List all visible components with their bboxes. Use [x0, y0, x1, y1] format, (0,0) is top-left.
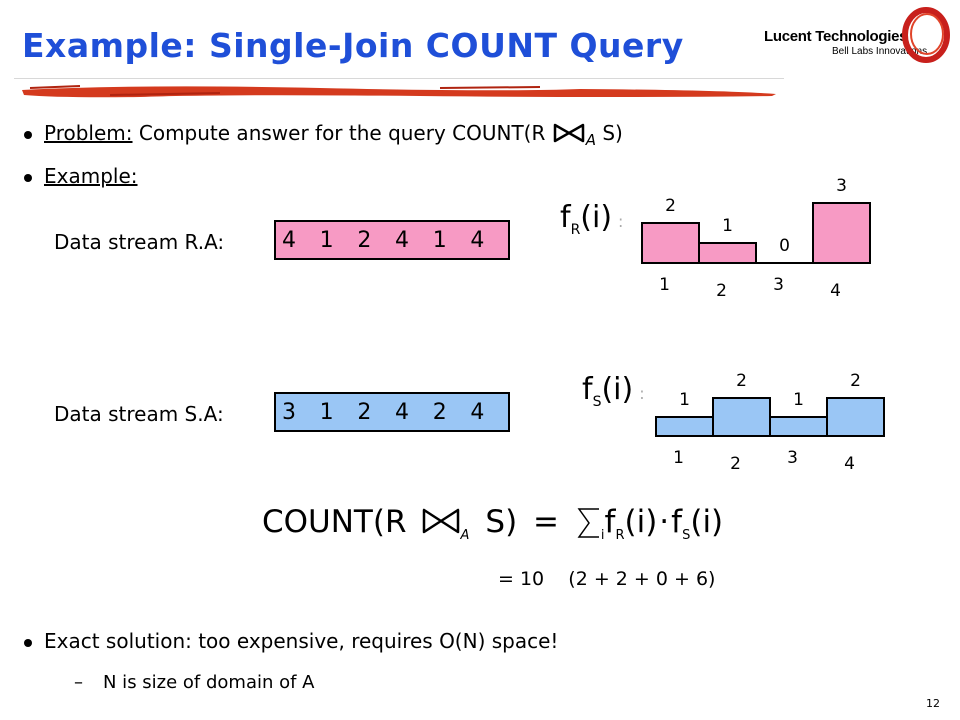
histogram-bar	[698, 242, 757, 264]
stream-r-value: 4	[395, 227, 410, 253]
stream-r-value: 2	[357, 227, 372, 253]
slide-title: Example: Single-Join COUNT Query	[22, 26, 684, 65]
stream-r-value: 4	[282, 227, 296, 253]
formula-f1: f	[604, 504, 616, 540]
fs-arg: (i)	[601, 372, 634, 407]
lucent-ring-icon	[902, 7, 950, 63]
formula-sum-sub: i	[600, 528, 605, 544]
example-bullet: Example:	[24, 164, 138, 188]
stream-s-value: 3	[282, 399, 296, 425]
histogram-domain-label: 2	[730, 454, 741, 474]
histogram-freq-label: 1	[722, 216, 733, 236]
formula-f2: f	[671, 504, 683, 540]
problem-end: S)	[596, 121, 623, 145]
logo-line2: Bell Labs Innovations	[832, 46, 928, 57]
fr-arg: (i)	[580, 200, 613, 235]
stream-s-value: 4	[470, 399, 485, 425]
fs-f: f	[582, 372, 593, 407]
stream-s-value: 4	[395, 399, 410, 425]
fr-label: fR(i):	[560, 200, 623, 238]
problem-label: Problem:	[44, 121, 133, 145]
stream-s-value: 2	[432, 399, 447, 425]
bowtie-join-icon	[422, 508, 459, 534]
title-rule	[14, 78, 784, 79]
example-label: Example:	[44, 164, 138, 188]
bullet-dot	[24, 638, 32, 647]
stream-r-value: 1	[432, 227, 447, 253]
formula-join-sub: A	[460, 528, 470, 544]
exact-solution-bullet: Exact solution: too expensive, requires …	[24, 629, 558, 653]
histogram-domain-label: 3	[787, 448, 798, 468]
histogram-domain-label: 1	[659, 275, 670, 295]
histogram-freq-label: 0	[779, 236, 790, 256]
histogram-bar	[641, 222, 700, 264]
domain-note-text: N is size of domain of A	[103, 672, 315, 693]
bullet-dot	[24, 173, 32, 182]
histogram-domain-label: 1	[673, 448, 684, 468]
fr-f: f	[560, 200, 571, 235]
histogram-freq-label: 3	[836, 176, 847, 196]
formula-lhs-end: S)	[485, 504, 518, 540]
histogram-freq-label: 2	[850, 371, 861, 391]
formula-equals: =	[533, 504, 560, 540]
domain-note: –N is size of domain of A	[74, 672, 315, 693]
stream-s-value: 2	[357, 399, 372, 425]
histogram-freq-label: 2	[665, 196, 676, 216]
summation-icon	[577, 508, 599, 538]
formula-f2-sub: S	[682, 528, 691, 544]
result-line: = 10 (2 + 2 + 0 + 6)	[498, 568, 715, 590]
histogram-bar	[655, 416, 714, 437]
histogram-bar	[712, 397, 771, 437]
stream-s-box: 3 1 2 4 2 4	[274, 392, 510, 432]
histogram-domain-label: 3	[773, 275, 784, 295]
fr-colon: :	[618, 212, 624, 231]
histogram-bar	[769, 416, 828, 437]
histogram-freq-label: 1	[679, 390, 690, 410]
formula-f1-arg: (i)	[624, 504, 658, 540]
bullet-dot	[24, 130, 32, 139]
bowtie-join-icon	[553, 123, 584, 143]
histogram-domain-label: 4	[844, 454, 855, 474]
histogram-domain-label: 2	[716, 281, 727, 301]
fs-colon: :	[639, 384, 645, 403]
fr-sub: R	[570, 222, 581, 238]
histogram-freq-label: 1	[793, 390, 804, 410]
stream-r-value: 4	[470, 227, 485, 253]
fs-sub: S	[592, 394, 602, 410]
result-text: = 10 (2 + 2 + 0 + 6)	[498, 568, 716, 590]
logo-line1: Lucent Technologies	[764, 28, 908, 45]
brush-stroke-divider	[22, 85, 776, 98]
problem-join-sub: A	[585, 131, 596, 149]
formula-f1-sub: R	[615, 528, 625, 544]
stream-s-value: 1	[319, 399, 334, 425]
stream-r-value: 1	[319, 227, 334, 253]
histogram-domain-label: 4	[830, 281, 841, 301]
formula-f2-arg: (i)	[690, 504, 724, 540]
formula-dot: ·	[659, 504, 670, 540]
histogram-freq-label: 2	[736, 371, 747, 391]
stream-r-box: 4 1 2 4 1 4	[274, 220, 510, 260]
histogram-bar	[826, 397, 885, 437]
problem-text: Compute answer for the query COUNT(R	[132, 121, 552, 145]
stream-s-label: Data stream S.A:	[54, 402, 224, 426]
formula-lhs: COUNT(R	[262, 504, 407, 540]
exact-solution-text: Exact solution: too expensive, requires …	[44, 629, 559, 653]
fs-label: fS(i):	[582, 372, 645, 410]
lucent-logo: Lucent Technologies Bell Labs Innovation…	[748, 6, 954, 66]
dash: –	[74, 672, 83, 693]
stream-r-label: Data stream R.A:	[54, 230, 225, 254]
slide-number: 12	[926, 697, 940, 710]
problem-bullet: Problem: Compute answer for the query CO…	[24, 121, 623, 149]
histogram-bar	[812, 202, 871, 264]
